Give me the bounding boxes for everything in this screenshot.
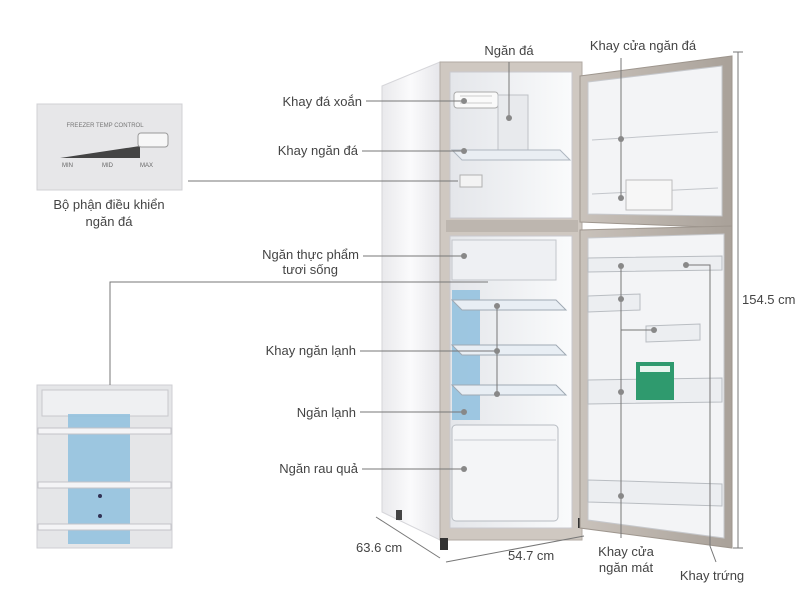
fresh-inset-screw-2 <box>98 514 102 518</box>
fresh-inset-shelf-3 <box>37 523 172 531</box>
fresh-inset-screw-1 <box>98 494 102 498</box>
door-bin-4 <box>587 479 723 507</box>
door-bin-2 <box>645 323 701 343</box>
callouts-right: Khay cửa ngăn đá Khay cửa ngăn mát Khay … <box>590 38 744 583</box>
width-dimension-label: 54.7 cm <box>508 548 554 563</box>
freezer-control-knob <box>459 174 483 188</box>
egg-tray-shelf <box>587 255 723 273</box>
fresh-inset-top-box <box>41 389 169 417</box>
label-khay-trung: Khay trứng <box>680 568 744 583</box>
label-ngan-rau-qua: Ngăn rau quả <box>279 461 359 476</box>
label-thuc-pham-line2: tươi sống <box>282 262 338 277</box>
fridge-shelf-2 <box>450 344 568 356</box>
dimension-lines: 154.5 cm 63.6 cm 54.7 cm <box>356 51 795 563</box>
label-khay-cua-line1: Khay cửa <box>598 544 654 559</box>
label-khay-ngan-lanh: Khay ngăn lạnh <box>266 343 356 358</box>
width-dimension-line <box>445 535 585 563</box>
fridge-shelf-1 <box>450 299 568 311</box>
fresh-inset-blue-panel <box>68 414 130 544</box>
temp-scale-wedge <box>60 146 140 158</box>
label-khay-cua-line2: ngăn mát <box>599 560 654 575</box>
freezer-shelf <box>450 149 572 161</box>
fresh-food-box <box>451 239 557 281</box>
fresh-inset-leader-line <box>109 281 488 385</box>
rear-foot <box>396 510 402 520</box>
label-ngan-lanh: Ngăn lạnh <box>297 405 356 420</box>
label-khay-da-xoan: Khay đá xoắn <box>282 94 362 109</box>
control-label-line2: ngăn đá <box>86 214 134 229</box>
fridge-doors <box>579 55 733 549</box>
vegetable-crisper <box>451 424 559 522</box>
depth-dimension-line <box>375 516 441 559</box>
control-label-line1: Bộ phận điều khiển <box>53 197 164 212</box>
temp-slider-knob <box>137 132 169 148</box>
fridge-cabinet <box>381 61 586 550</box>
fresh-compartment-inset <box>36 281 488 549</box>
door-bin-1 <box>587 293 641 313</box>
control-panel-title: FREEZER TEMP CONTROL <box>66 123 144 129</box>
ice-maker-box <box>497 94 529 156</box>
label-khay-cua-ngan-da: Khay cửa ngăn đá <box>590 38 697 53</box>
twist-ice-tray <box>453 91 499 109</box>
energy-sticker-band <box>640 366 670 372</box>
control-min-label: MIN <box>62 163 73 169</box>
callouts-left: Ngăn đá Khay đá xoắn Khay ngăn đá Ngăn t… <box>262 43 534 476</box>
cabinet-side-panel <box>381 61 441 541</box>
control-mid-label: MID <box>102 163 114 169</box>
freezer-door-sticker <box>625 179 673 211</box>
depth-dimension-label: 63.6 cm <box>356 540 402 555</box>
compartment-divider <box>446 220 578 232</box>
fresh-inset-shelf-2 <box>37 481 172 489</box>
fridge-shelf-3 <box>450 384 568 396</box>
control-max-label: MAX <box>140 163 153 169</box>
label-ngan-da: Ngăn đá <box>484 43 534 58</box>
fresh-inset-shelf-1 <box>37 427 172 435</box>
height-dimension-label: 154.5 cm <box>742 292 795 307</box>
label-khay-ngan-da: Khay ngăn đá <box>278 143 359 158</box>
front-foot-left <box>440 538 448 550</box>
label-thuc-pham-line1: Ngăn thực phẩm <box>262 247 359 262</box>
freezer-control-inset: FREEZER TEMP CONTROL MIN MID MAX Bộ phận… <box>36 103 458 229</box>
